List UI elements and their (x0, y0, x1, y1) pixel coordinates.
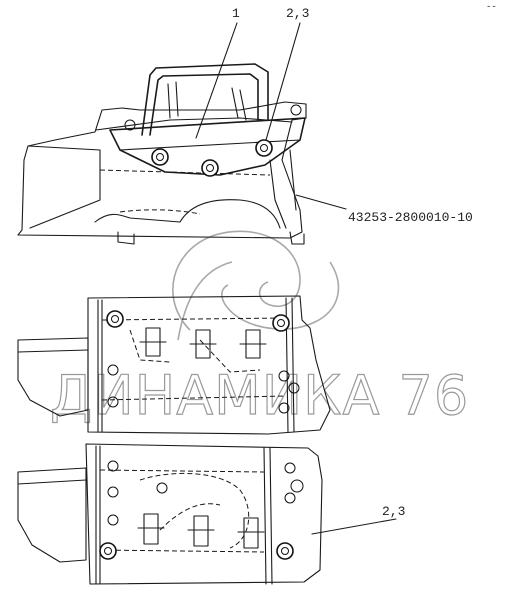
bolt-icon (151, 148, 169, 166)
bolt-icon (276, 542, 294, 560)
bolt-icon (255, 139, 273, 157)
callout-label-2-3-top: 2,3 (286, 6, 309, 21)
callout-label-1: 1 (232, 6, 240, 21)
bolt-icon (106, 310, 124, 328)
bolt-icon (272, 314, 290, 332)
leader-lines (195, 22, 397, 535)
watermark-text: ДИНАМИКА 76 (50, 364, 469, 427)
part-number-label: 43253-2800010-10 (348, 210, 473, 225)
corner-mark: -- (486, 2, 497, 12)
callout-label-2-3-bottom: 2,3 (382, 504, 405, 519)
watermark-logo (172, 230, 340, 341)
bottom-assembly-view (17, 443, 323, 585)
bolt-icon (99, 542, 117, 560)
middle-assembly-view (17, 295, 331, 435)
bolt-icon (201, 159, 219, 177)
top-assembly-view (17, 63, 307, 245)
